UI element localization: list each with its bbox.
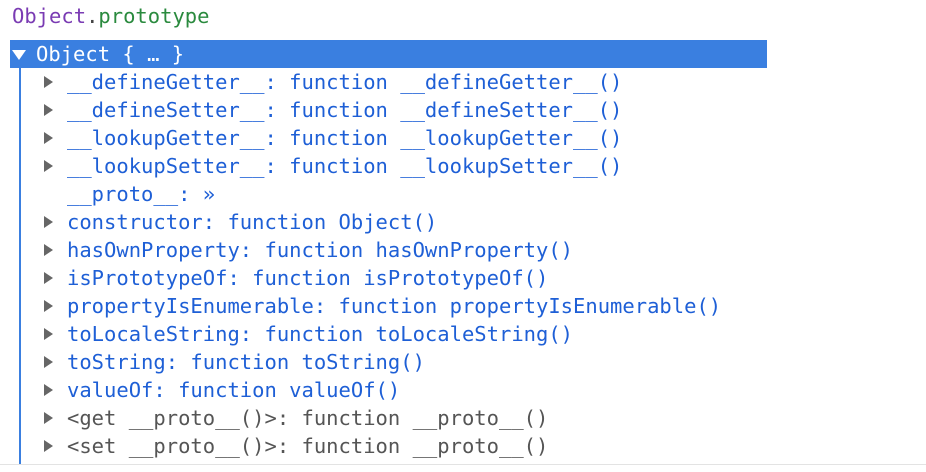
property-label: <set __proto__()>: function __proto__() (67, 434, 549, 458)
property-label: toLocaleString: function toLocaleString(… (67, 322, 574, 346)
object-tree-header[interactable]: Object { … } (10, 40, 767, 68)
tree-indent-guide (19, 68, 21, 464)
property-label: isPrototypeOf: function isPrototypeOf() (67, 266, 549, 290)
divider (0, 464, 926, 465)
object-header-label: Object { … } (36, 42, 185, 66)
triangle-right-icon[interactable] (44, 216, 53, 228)
triangle-right-icon[interactable] (44, 440, 53, 452)
property-label: constructor: function Object() (67, 210, 438, 234)
triangle-right-icon[interactable] (44, 160, 53, 172)
property-label: __proto__: » (67, 182, 216, 206)
property-label: toString: function toString() (67, 350, 425, 374)
expression-property: prototype (98, 4, 210, 28)
property-label: __lookupGetter__: function __lookupGette… (67, 126, 623, 150)
triangle-right-icon[interactable] (44, 356, 53, 368)
property-label: hasOwnProperty: function hasOwnProperty(… (67, 238, 574, 262)
triangle-right-icon[interactable] (44, 76, 53, 88)
triangle-right-icon[interactable] (44, 272, 53, 284)
triangle-right-icon[interactable] (44, 384, 53, 396)
triangle-right-icon[interactable] (44, 328, 53, 340)
triangle-right-icon[interactable] (44, 412, 53, 424)
triangle-right-icon[interactable] (44, 132, 53, 144)
triangle-right-icon[interactable] (44, 244, 53, 256)
property-label: <get __proto__()>: function __proto__() (67, 406, 549, 430)
property-label: valueOf: function valueOf() (67, 378, 401, 402)
triangle-right-icon[interactable] (44, 300, 53, 312)
expression-object: Object (12, 4, 87, 28)
property-label: propertyIsEnumerable: function propertyI… (67, 294, 722, 318)
property-label: __defineSetter__: function __defineSette… (67, 98, 623, 122)
triangle-right-icon[interactable] (44, 104, 53, 116)
property-label: __defineGetter__: function __defineGette… (67, 70, 623, 94)
expression-dot: . (86, 4, 99, 28)
console-expression: Object.prototype (12, 2, 210, 30)
property-label: __lookupSetter__: function __lookupSette… (67, 154, 623, 178)
triangle-down-icon[interactable] (12, 50, 26, 60)
